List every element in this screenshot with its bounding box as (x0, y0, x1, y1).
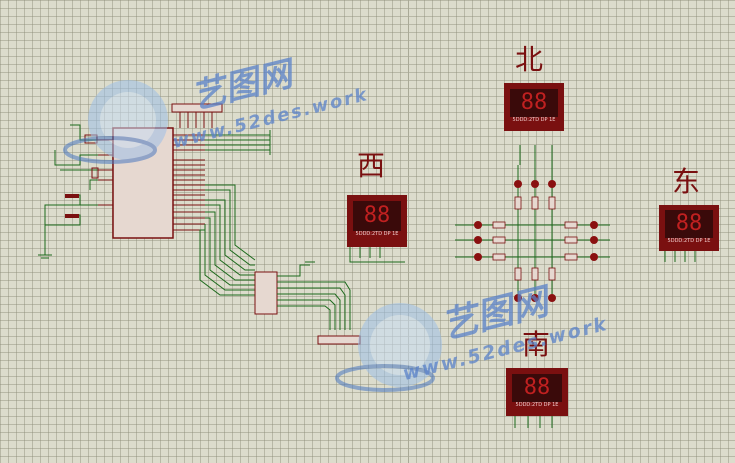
east-display[interactable]: 88 5DDD:2TD DP 1E (659, 205, 719, 251)
watermark-globe-icon (63, 80, 168, 164)
south-digits: 88 (512, 374, 562, 402)
output-header[interactable] (317, 335, 361, 345)
label-west: 西 (357, 149, 386, 182)
west-display[interactable]: 88 5DDD:2TD DP 1E (347, 195, 407, 247)
west-caption: 5DDD:2TD DP 1E (355, 231, 399, 237)
south-caption: 5DDD:2TD DP 1E (515, 402, 559, 408)
south-display[interactable]: 88 5DDD:2TD DP 1E (506, 368, 568, 416)
east-caption: 5DDD:2TD DP 1E (667, 238, 711, 244)
north-digits: 88 (510, 89, 558, 117)
east-digits: 88 (665, 210, 713, 238)
traffic-leds (474, 180, 598, 302)
label-east: 东 (672, 165, 701, 198)
driver-chip[interactable] (254, 271, 278, 315)
north-caption: 5DDD:2TD DP 1E (512, 117, 556, 123)
watermark-globe-icon-2 (335, 303, 442, 392)
label-north: 北 (515, 43, 544, 76)
header-connector[interactable] (171, 103, 223, 113)
north-display[interactable]: 88 5DDD:2TD DP 1E (504, 83, 564, 131)
label-south: 南 (522, 328, 551, 361)
west-digits: 88 (353, 201, 401, 231)
sheet-divider (408, 0, 409, 463)
